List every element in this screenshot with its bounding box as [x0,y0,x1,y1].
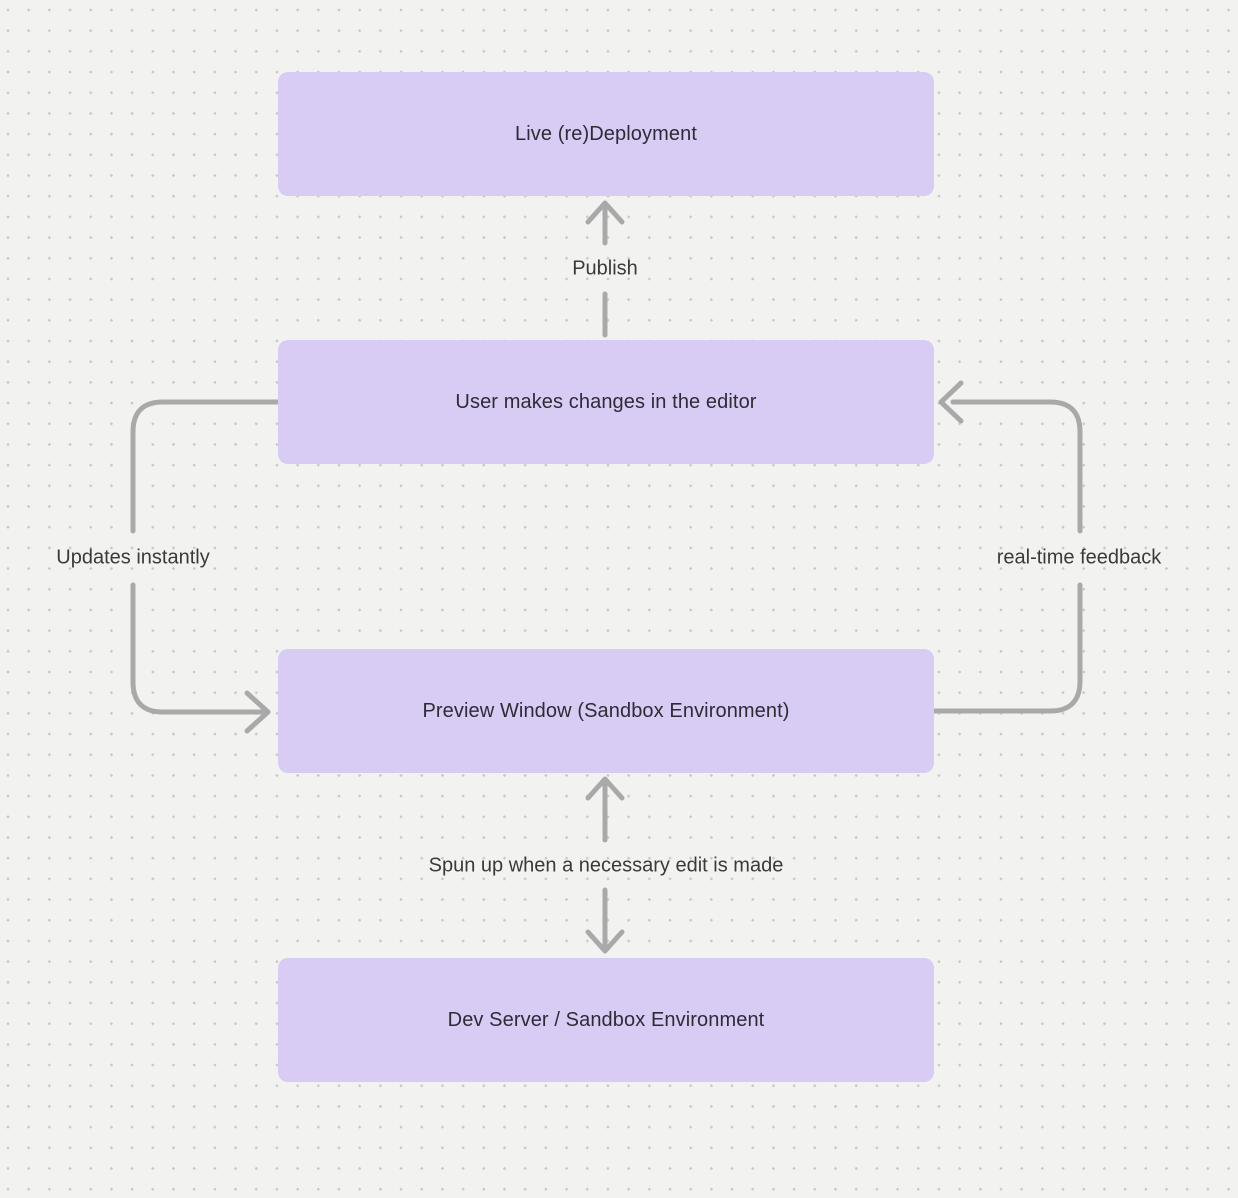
node-live-redeployment[interactable]: Live (re)Deployment [278,72,934,196]
node-preview-window[interactable]: Preview Window (Sandbox Environment) [278,649,934,773]
node-label: User makes changes in the editor [455,390,757,413]
node-user-changes[interactable]: User makes changes in the editor [278,340,934,464]
edge-label-spun-up: Spun up when a necessary edit is made [428,854,784,877]
node-label: Dev Server / Sandbox Environment [447,1008,765,1031]
edge-label-publish: Publish [572,257,638,280]
edge-label-realtime-feedback: real-time feedback [996,546,1162,569]
edge-label-updates-instantly: Updates instantly [56,546,210,569]
node-dev-server[interactable]: Dev Server / Sandbox Environment [278,958,934,1082]
node-label: Preview Window (Sandbox Environment) [422,699,790,722]
node-label: Live (re)Deployment [515,122,697,145]
